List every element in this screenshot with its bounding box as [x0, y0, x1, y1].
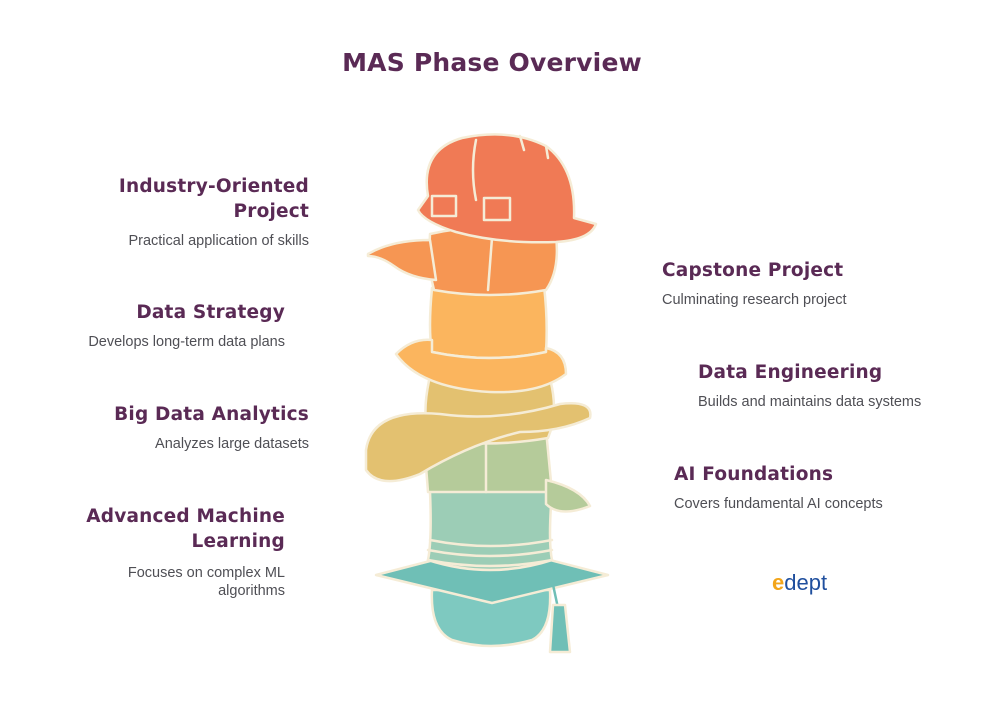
- phase-description: Practical application of skills: [128, 233, 309, 249]
- phase-heading: Data Engineering: [698, 362, 883, 383]
- logo-text: dept: [784, 570, 828, 595]
- phase-advanced-ml: Advanced Machine Learning Focuses on com…: [65, 504, 285, 600]
- phase-data-strategy: Data Strategy Develops long-term data pl…: [25, 300, 285, 351]
- fedora-hat-icon: [394, 278, 568, 394]
- phase-description: Develops long-term data plans: [88, 334, 285, 350]
- bucket-hat-icon: [426, 483, 554, 572]
- phase-data-engineering: Data Engineering Builds and maintains da…: [698, 360, 978, 411]
- phase-heading: Advanced Machine Learning: [86, 506, 285, 552]
- page-title: MAS Phase Overview: [342, 48, 642, 77]
- logo-prefix: e: [772, 570, 785, 595]
- phase-heading: Big Data Analytics: [114, 404, 309, 425]
- phase-description: Builds and maintains data systems: [698, 394, 922, 410]
- phase-industry-project: Industry-Oriented Project Practical appl…: [69, 174, 309, 250]
- phase-heading: AI Foundations: [674, 464, 834, 485]
- baseball-cap-icon: [366, 226, 559, 297]
- phase-description: Covers fundamental AI concepts: [674, 496, 883, 512]
- phase-capstone-project: Capstone Project Culminating research pr…: [662, 258, 962, 309]
- phase-ai-foundations: AI Foundations Covers fundamental AI con…: [674, 462, 974, 513]
- phase-big-data-analytics: Big Data Analytics Analyzes large datase…: [49, 402, 309, 453]
- phase-heading: Capstone Project: [662, 260, 844, 281]
- phase-description: Analyzes large datasets: [155, 436, 309, 452]
- edept-logo: edept: [772, 570, 827, 596]
- phase-heading: Industry-Oriented Project: [118, 176, 309, 222]
- phase-description: Culminating research project: [662, 292, 847, 308]
- hard-hat-icon: [416, 133, 598, 244]
- phase-description: Focuses on complex ML algorithms: [127, 565, 285, 599]
- phase-heading: Data Strategy: [136, 302, 285, 323]
- graduation-cap-icon: [374, 543, 610, 654]
